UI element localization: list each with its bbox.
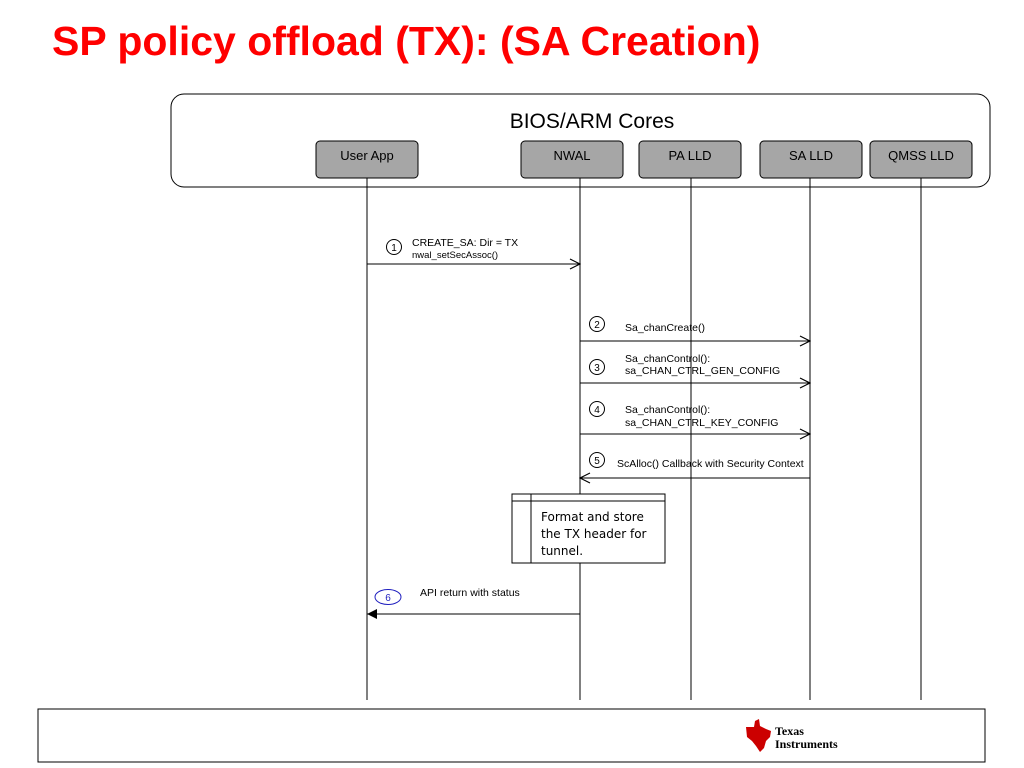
- step-3-marker: [589, 359, 605, 375]
- component-user-app: User App: [315, 140, 419, 179]
- message-1-line1: CREATE_SA: Dir = TX: [412, 237, 518, 249]
- step-5-marker: [589, 452, 605, 468]
- step-3-number: 3: [594, 363, 600, 374]
- step-4-marker: [589, 401, 605, 417]
- step-1-number: 1: [391, 243, 397, 254]
- step-6-number: 6: [385, 593, 391, 604]
- note-line2: the TX header for: [541, 527, 647, 541]
- ti-state-icon: [746, 719, 771, 752]
- component-user-app-label: User App: [340, 148, 393, 163]
- message-6-line1: API return with status: [420, 587, 520, 599]
- message-1-line2: nwal_setSecAssoc(): [412, 250, 498, 261]
- note-line3: tunnel.: [541, 544, 583, 558]
- message-4-chan-control-key: 4 Sa_chanControl(): sa_CHAN_CTRL_KEY_CON…: [580, 401, 810, 435]
- step-5-number: 5: [594, 456, 600, 467]
- texas-instruments-logo: Texas Instruments: [746, 719, 838, 752]
- step-1-marker: [386, 239, 402, 255]
- message-1-create-sa: 1 CREATE_SA: Dir = TX nwal_setSecAssoc(): [367, 237, 580, 264]
- message-4-line1: Sa_chanControl():: [625, 404, 710, 416]
- note-format-store: Format and store the TX header for tunne…: [511, 493, 666, 564]
- message-3-line1: Sa_chanControl():: [625, 353, 710, 365]
- component-qmss-lld: QMSS LLD: [869, 140, 973, 179]
- slide-title: SP policy offload (TX): (SA Creation): [52, 18, 761, 64]
- system-label: BIOS/ARM Cores: [510, 110, 675, 133]
- message-6-api-return: 6 API return with status: [367, 587, 580, 619]
- component-nwal-label: NWAL: [553, 148, 590, 163]
- component-sa-lld-label: SA LLD: [789, 148, 833, 163]
- component-sa-lld: SA LLD: [759, 140, 863, 179]
- step-2-number: 2: [594, 320, 600, 331]
- step-4-number: 4: [594, 405, 600, 416]
- component-nwal: NWAL: [520, 140, 624, 179]
- note-line1: Format and store: [541, 510, 644, 524]
- component-pa-lld: PA LLD: [638, 140, 742, 179]
- message-3-line2: sa_CHAN_CTRL_GEN_CONFIG: [625, 365, 780, 377]
- step-2-marker: [589, 316, 605, 332]
- component-pa-lld-label: PA LLD: [668, 148, 711, 163]
- logo-line2: Instruments: [775, 737, 838, 751]
- message-5-line1: ScAlloc() Callback with Security Context: [617, 458, 804, 470]
- logo-line1: Texas: [775, 724, 804, 738]
- message-5-scalloc-callback: 5 ScAlloc() Callback with Security Conte…: [580, 452, 810, 479]
- message-2-chan-create: 2 Sa_chanCreate(): [580, 316, 810, 342]
- message-4-line2: sa_CHAN_CTRL_KEY_CONFIG: [625, 417, 778, 429]
- step-6-marker: [374, 589, 402, 605]
- message-2-line1: Sa_chanCreate(): [625, 322, 705, 334]
- component-qmss-lld-label: QMSS LLD: [888, 148, 954, 163]
- message-3-chan-control-gen: 3 Sa_chanControl(): sa_CHAN_CTRL_GEN_CON…: [580, 353, 810, 383]
- footer-bar: [37, 708, 986, 763]
